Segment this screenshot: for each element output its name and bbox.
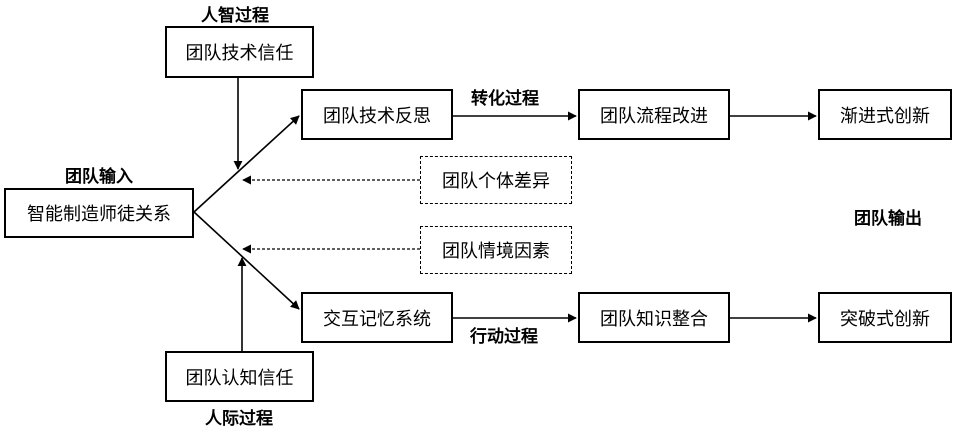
arrow-mentorship-to-reflection <box>193 115 300 213</box>
box-team-situational-factors: 团队情境因素 <box>420 226 572 274</box>
box-team-knowledge-integration: 团队知识整合 <box>578 292 730 343</box>
label-human-intelligence-process: 人智过程 <box>201 6 269 26</box>
label-action-process: 行动过程 <box>470 327 538 347</box>
arrow-mentorship-to-tms <box>193 211 300 310</box>
box-intelligent-mentorship: 智能制造师徒关系 <box>4 188 194 238</box>
label-interpersonal-process: 人际过程 <box>205 409 273 429</box>
label-team-input: 团队输入 <box>65 167 133 187</box>
box-incremental-innovation: 渐进式创新 <box>818 89 952 140</box>
box-team-cognitive-trust: 团队认知信任 <box>165 351 314 402</box>
box-team-individual-difference: 团队个体差异 <box>420 156 572 204</box>
box-team-technical-reflection: 团队技术反思 <box>301 89 453 140</box>
box-transactive-memory-system: 交互记忆系统 <box>301 292 453 343</box>
box-radical-innovation: 突破式创新 <box>818 292 952 343</box>
label-transformation-process: 转化过程 <box>471 89 539 109</box>
box-team-process-improvement: 团队流程改进 <box>578 89 730 140</box>
box-team-technical-trust: 团队技术信任 <box>165 26 314 78</box>
label-team-output: 团队输出 <box>854 209 922 229</box>
